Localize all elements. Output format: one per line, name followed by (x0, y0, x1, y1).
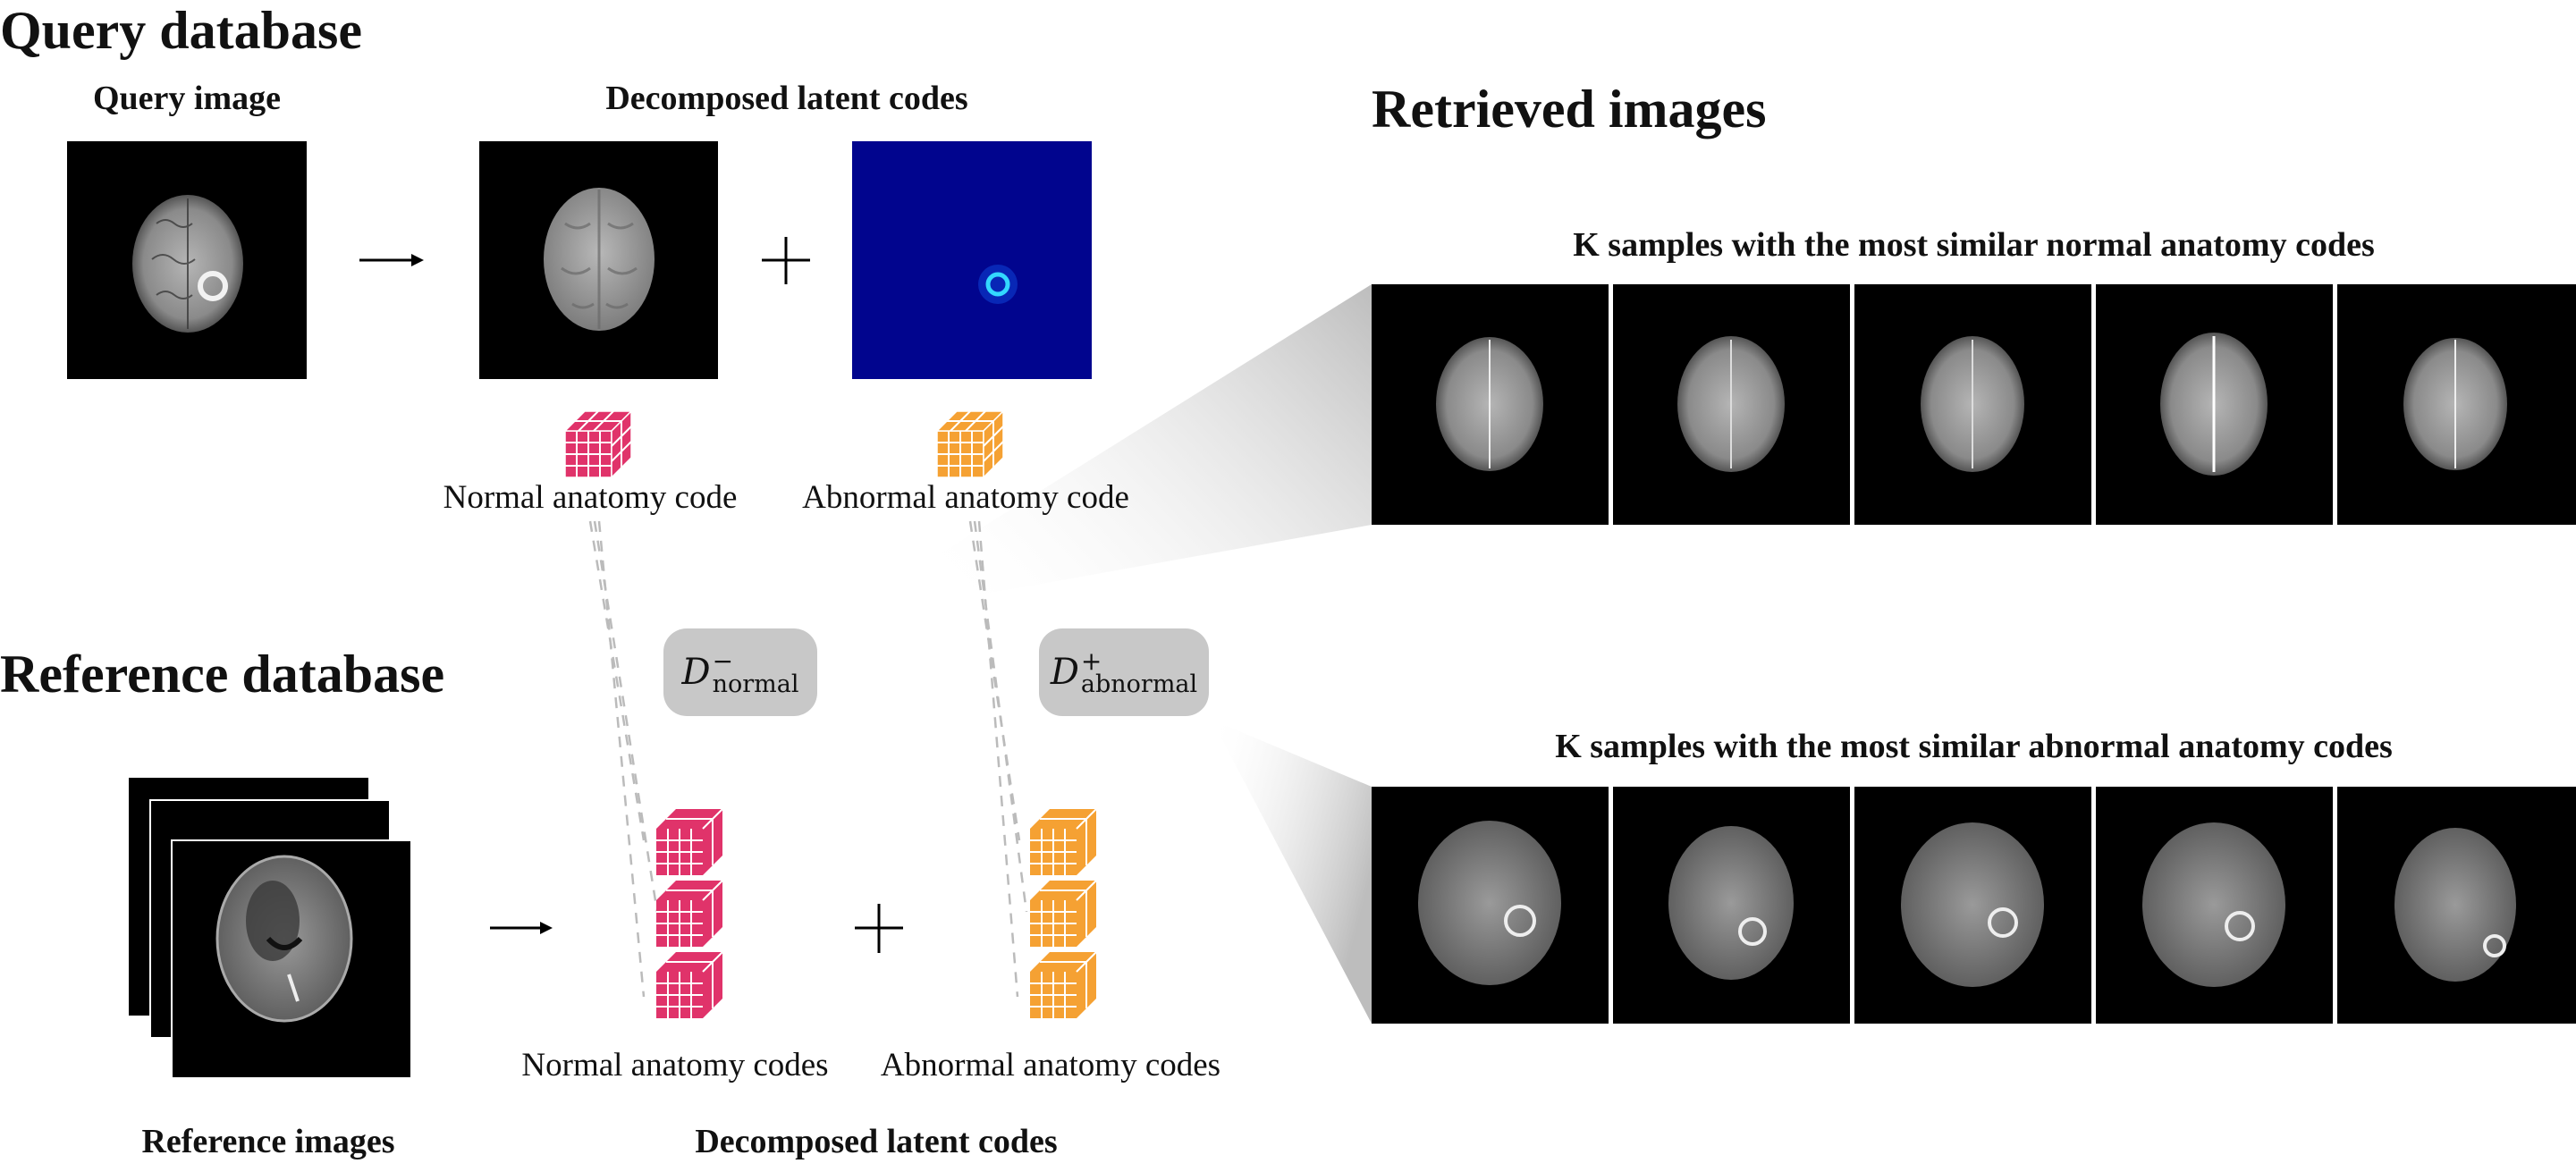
abnormal-retrieval-cone (1212, 720, 1372, 1024)
retrieved-section-title: Retrieved images (1372, 80, 1767, 139)
plus-icon (855, 904, 903, 953)
retrieved-abnormal-image-4 (2096, 787, 2333, 1024)
retrieved-abnormal-row-title: K samples with the most similar abnormal… (1555, 728, 2393, 765)
reference-normal-codes-label: Normal anatomy codes (521, 1047, 829, 1083)
reference-abnormal-codes-label: Abnormal anatomy codes (880, 1047, 1221, 1083)
normal-code-cube (564, 410, 632, 478)
query-image (67, 141, 307, 379)
plus-icon (762, 237, 810, 284)
reference-images-title: Reference images (141, 1123, 395, 1160)
retrieved-normal-row-title: K samples with the most similar normal a… (1573, 226, 2375, 264)
query-section-title: Query database (0, 1, 362, 60)
query-latent-title: Decomposed latent codes (605, 80, 968, 117)
abnormal-distance-symbol: D (1050, 652, 1079, 693)
reference-images-stack (129, 778, 412, 1079)
cube-grid-lines (656, 808, 1097, 1018)
abnormal-distance-sup: + (1080, 645, 1102, 676)
retrieved-abnormal-image-3 (1854, 787, 2091, 1024)
retrieved-abnormal-image-2 (1613, 787, 1850, 1024)
abnormal-code-cube (936, 410, 1004, 478)
retrieved-abnormal-image-1 (1372, 787, 1609, 1024)
query-abnormal-code-label: Abnormal anatomy code (802, 479, 1129, 516)
abnormal-decomposed-image (852, 141, 1092, 379)
query-normal-code-label: Normal anatomy code (443, 479, 738, 516)
retrieved-normal-row (1372, 284, 2576, 525)
retrieved-normal-image-4 (2096, 284, 2333, 525)
right-arrow-icon (359, 254, 424, 266)
reference-latent-title: Decomposed latent codes (695, 1123, 1058, 1160)
query-image-title: Query image (92, 80, 281, 117)
retrieved-abnormal-image-5 (2337, 787, 2576, 1024)
retrieved-normal-image-5 (2337, 284, 2576, 525)
right-arrow-icon (490, 922, 553, 934)
retrieved-normal-image-2 (1613, 284, 1850, 525)
dashed-connectors (588, 520, 1028, 998)
retrieved-normal-image-3 (1854, 284, 2091, 525)
normal-distance-symbol: D (681, 652, 711, 693)
normal-distance-sup: − (712, 645, 734, 676)
abnormal-distance-badge: D + abnormal (1039, 628, 1209, 716)
normal-distance-sub: normal (712, 670, 799, 698)
normal-distance-badge: D − normal (663, 628, 817, 716)
retrieved-abnormal-row (1372, 787, 2576, 1024)
normal-retrieval-cone (832, 284, 1372, 621)
abnormal-distance-sub: abnormal (1080, 670, 1198, 698)
retrieved-normal-image-1 (1372, 284, 1609, 525)
normal-decomposed-image (479, 141, 718, 379)
reference-section-title: Reference database (0, 645, 445, 704)
